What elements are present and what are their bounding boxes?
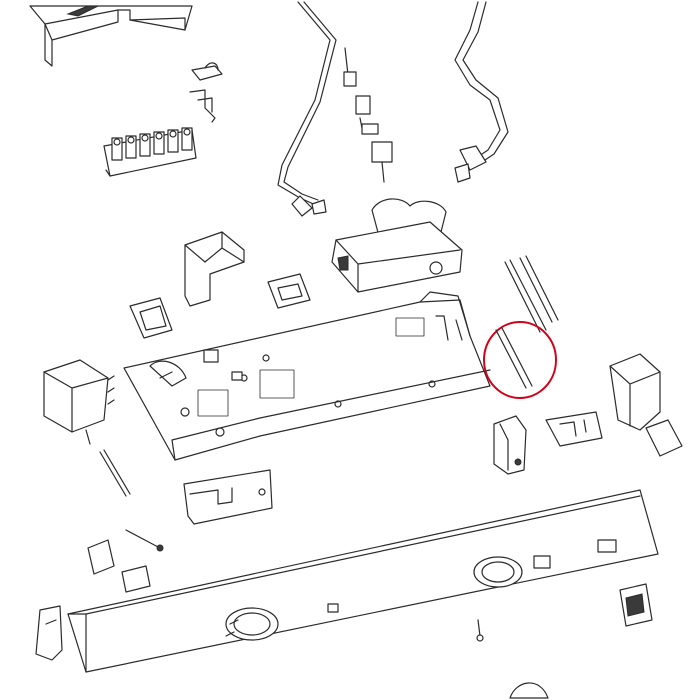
small-connector	[87, 529, 164, 593]
plug-connector	[129, 297, 173, 339]
piezo-holder	[493, 415, 527, 475]
electrode-rods	[504, 255, 559, 333]
mounting-bracket	[183, 469, 273, 525]
highlight-circle	[483, 321, 557, 399]
screw	[476, 619, 484, 642]
front-control-panel	[67, 489, 659, 673]
control-board-tray	[123, 291, 491, 461]
small-clip	[191, 62, 223, 81]
highlighted-rod	[495, 327, 533, 389]
gas-pipe	[454, 1, 509, 183]
switch-box	[43, 359, 115, 445]
shaft-rod	[99, 449, 131, 497]
thermocouple-connectors	[343, 47, 393, 183]
clip-bracket	[545, 411, 603, 447]
terminal-block	[103, 127, 197, 177]
spring-bracket	[189, 89, 216, 123]
gas-valve	[331, 198, 463, 293]
connector-clip	[267, 273, 311, 309]
lower-bracket	[35, 605, 63, 661]
small-cover	[184, 231, 245, 307]
control-knob	[509, 682, 549, 699]
rocker-switch	[619, 583, 653, 627]
thermostat-capillary	[277, 1, 337, 217]
top-cover-bracket	[29, 5, 193, 67]
rotary-switch	[609, 353, 683, 457]
